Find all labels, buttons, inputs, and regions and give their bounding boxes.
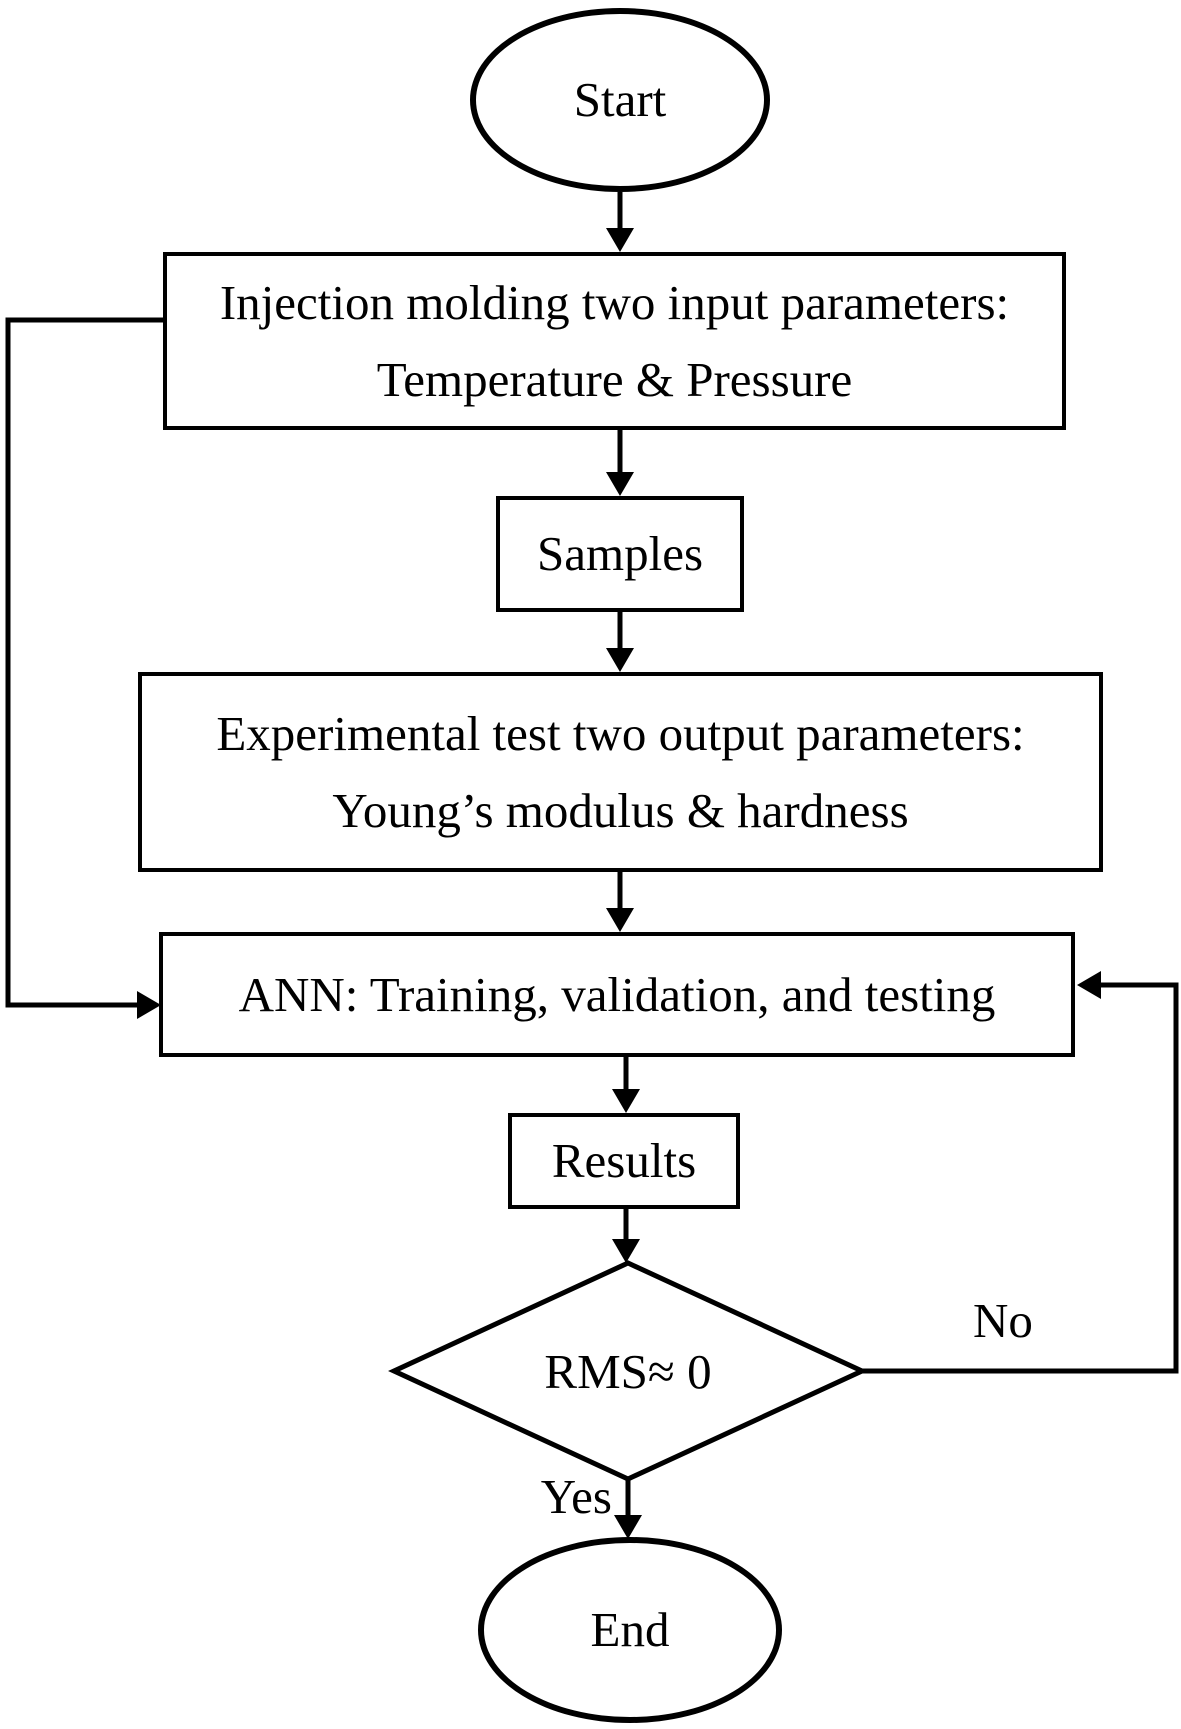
experimental-test-line1: Experimental test two output parameters:: [216, 705, 1025, 761]
injection-molding-box: Injection molding two input parameters: …: [163, 252, 1066, 430]
experimental-test-line2: Young’s modulus & hardness: [332, 783, 909, 838]
experimental-test-box: Experimental test two output parameters:…: [138, 672, 1103, 872]
arrowhead-start-to-injection: [606, 228, 634, 252]
arrowhead-left-feedback: [137, 991, 161, 1019]
no-branch-label: No: [973, 1293, 1033, 1348]
arrowhead-results-to-decision: [612, 1239, 640, 1263]
arrowhead-samples-to-experiment: [606, 648, 634, 672]
injection-molding-line1: Injection molding two input parameters:: [219, 274, 1010, 330]
end-node-label: End: [590, 1602, 670, 1658]
ann-box-label: ANN: Training, validation, and testing: [238, 966, 996, 1022]
samples-box: Samples: [496, 496, 744, 612]
arrowhead-ann-to-results: [612, 1089, 640, 1113]
yes-branch-label: Yes: [540, 1469, 612, 1524]
left-feedback-line: [5, 317, 163, 1008]
arrowhead-no-feedback: [1077, 971, 1101, 999]
samples-box-label: Samples: [536, 526, 704, 582]
ann-box: ANN: Training, validation, and testing: [159, 932, 1075, 1057]
results-box-label: Results: [551, 1133, 697, 1189]
arrowhead-decision-to-end: [614, 1515, 642, 1539]
decision-diamond-shape: [388, 1260, 868, 1482]
start-node-label: Start: [573, 72, 667, 128]
no-feedback-line: [858, 982, 1179, 1374]
decision-diamond-label: RMS≈ 0: [544, 1343, 712, 1399]
start-node: Start: [470, 8, 770, 192]
arrowhead-injection-to-samples: [606, 472, 634, 496]
results-box: Results: [508, 1113, 740, 1209]
injection-molding-line2: Temperature & Pressure: [376, 352, 853, 407]
end-node: End: [478, 1537, 782, 1723]
arrowhead-experiment-to-ann: [606, 908, 634, 932]
